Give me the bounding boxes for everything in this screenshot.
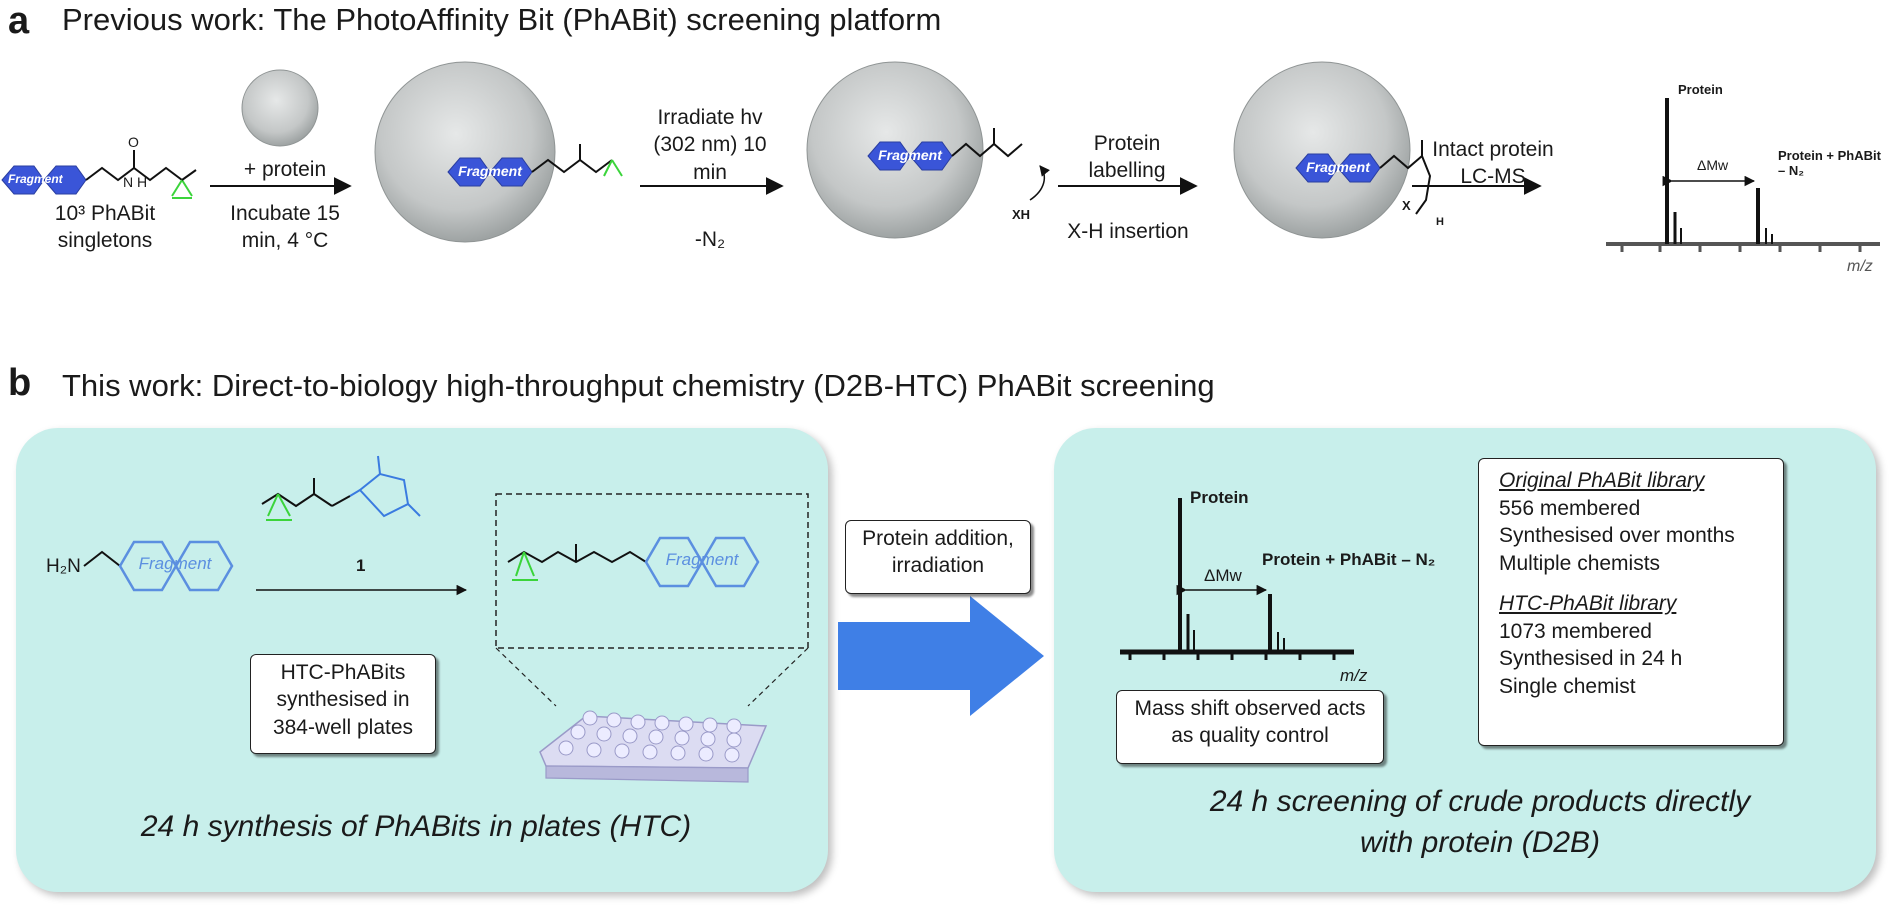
spectrum-b-shift-label: ΔMw: [1204, 566, 1242, 585]
h-label: H: [1436, 216, 1444, 228]
spectrum-a-shift-label: ΔMw: [1697, 157, 1729, 173]
protein-complex-3: [1233, 61, 1432, 239]
protein-complex-1: [374, 61, 623, 243]
panel-a-title: Previous work: The PhotoAffinity Bit (Ph…: [62, 2, 942, 37]
protein-icon-small: [241, 69, 319, 147]
step3-bottom-label: X-H insertion: [1067, 220, 1189, 243]
nh-label-a1: N H: [123, 174, 148, 190]
reagent-number: 1: [356, 556, 366, 575]
spectrum-a-axis-label: m/z: [1847, 258, 1873, 275]
amine-label: H₂N: [46, 556, 81, 577]
htc-library-line: Single chemist: [1499, 675, 1636, 699]
protein-complex-2: [806, 61, 1050, 239]
x-label: X: [1402, 198, 1411, 213]
step1-bottom-label: Incubate 15 min, 4 °C: [230, 202, 340, 253]
well-plate-icon: [539, 710, 768, 783]
xh-label: XH: [1012, 207, 1031, 222]
fragment-label-a3: Fragment: [878, 147, 942, 163]
product-molecule: [507, 536, 760, 588]
spectrum-b: [1120, 498, 1354, 660]
fragment-label-b2: Fragment: [665, 550, 739, 569]
panel-a-letter: a: [8, 0, 30, 42]
htc-library-title: HTC-PhABit library: [1499, 591, 1677, 615]
fragment-label-a2: Fragment: [458, 163, 522, 179]
spectrum-b-axis-label: m/z: [1340, 666, 1368, 685]
spectrum-a-adduct-label: Protein + PhABit – N₂: [1778, 148, 1881, 178]
spectrum-b-adduct-label: Protein + PhABit – N₂: [1262, 550, 1436, 569]
orig-library-line: Multiple chemists: [1499, 552, 1661, 576]
left-caption: 24 h synthesis of PhABits in plates (HTC…: [140, 810, 692, 843]
singletons-label: 10³ PhABit singletons: [54, 202, 156, 253]
panel-b-letter: b: [8, 362, 32, 404]
nhs-ring: [358, 472, 410, 518]
fragment-label-b1: Fragment: [138, 554, 212, 573]
htc-note-box: HTC-PhABits synthesised in 384-well plat…: [250, 654, 436, 754]
product-dashed-box: [495, 493, 809, 649]
fragment-shape-1: [1, 165, 87, 195]
reagent-1: [261, 455, 421, 521]
step2-bottom-label: -N₂: [694, 228, 726, 251]
spectrum-a: [1606, 98, 1880, 252]
orig-library-title: Original PhABit library: [1499, 469, 1705, 492]
spectrum-b-protein-label: Protein: [1190, 488, 1249, 507]
step2-top-label: Irradiate hv (302 nm) 10 min: [653, 106, 767, 184]
amine-fragment: [83, 540, 234, 592]
step4-top-label: Intact protein LC-MS: [1432, 138, 1554, 189]
protein-addition-box: Protein addition, irradiation: [845, 520, 1031, 594]
spectrum-a-protein-label: Protein: [1678, 82, 1723, 97]
step3-top-label: Protein labelling: [1088, 132, 1166, 183]
diazirine-icon-1: [171, 169, 197, 199]
qc-note-box: Mass shift observed acts as quality cont…: [1116, 690, 1384, 764]
big-blue-arrow: [838, 596, 1044, 716]
panel-b-title: This work: Direct-to-biology high-throug…: [62, 368, 1215, 403]
orig-library-line: 556 membered: [1499, 496, 1641, 520]
fragment-label-a4: Fragment: [1306, 159, 1370, 175]
htc-library-line: Synthesised in 24 h: [1499, 647, 1683, 671]
library-comparison-box: Original PhABit library 556 membered Syn…: [1478, 458, 1784, 746]
o-label-a1: O: [128, 134, 139, 150]
orig-library-line: Synthesised over months: [1499, 524, 1735, 548]
step1-top-label: + protein: [243, 158, 327, 181]
right-caption: 24 h screening of crude products directl…: [1209, 785, 1751, 859]
htc-library-line: 1073 membered: [1499, 619, 1652, 643]
